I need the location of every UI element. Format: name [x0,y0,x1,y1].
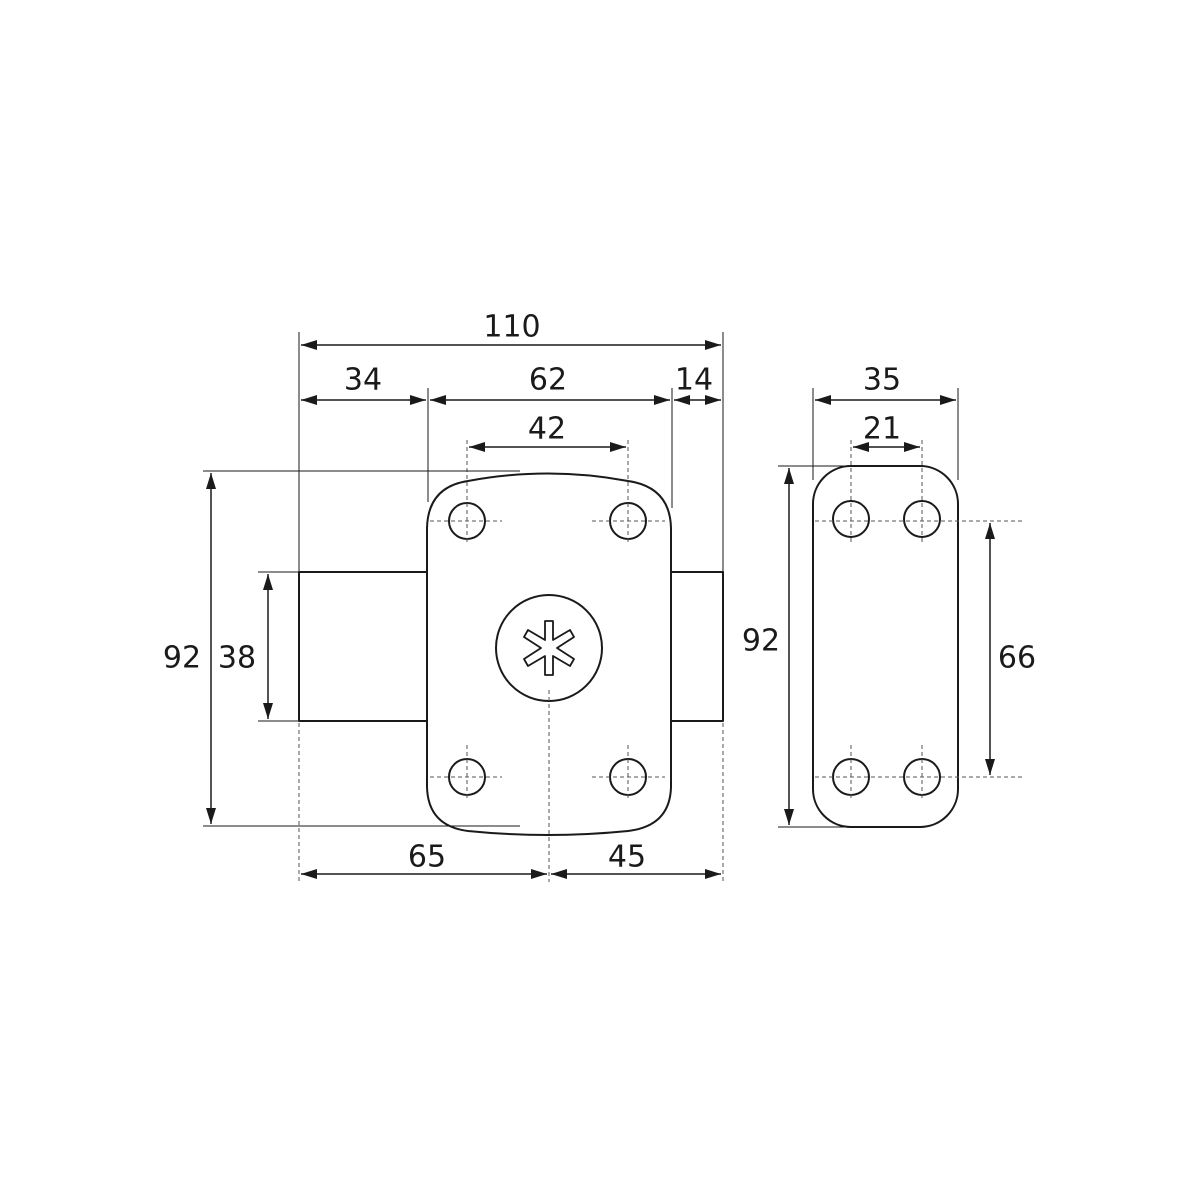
front-centerlines [298,440,724,882]
right-bolt [669,571,724,722]
strike-hole-top-right [903,500,941,538]
strike-hole-top-left [832,500,870,538]
lock-front-view: 110 34 62 14 42 92 38 65 45 [163,310,724,882]
dim-label-body-width: 62 [529,363,567,398]
dim-label-strike-width: 35 [863,363,901,398]
dim-label-bolt-height: 38 [218,641,256,676]
dim-label-strike-height: 92 [742,624,780,659]
strike-plate-view: 35 21 92 66 [742,363,1036,828]
dim-label-hole-spacing: 42 [528,412,566,447]
dim-label-strike-vertical-spacing: 66 [998,641,1036,676]
dim-label-bolt-left: 34 [344,363,382,398]
front-extension-lines [203,332,724,827]
dim-label-strike-hole-spacing: 21 [863,412,901,447]
strike-dimensions: 35 21 92 66 [742,363,1036,825]
dim-label-left-to-cylinder: 65 [408,840,446,875]
strike-extension-lines [778,388,959,828]
dim-label-overall-width: 110 [483,310,540,345]
strike-plate [812,465,959,828]
front-dimensions: 110 34 62 14 42 92 38 65 45 [163,310,721,879]
left-bolt [298,571,430,722]
dim-label-body-height: 92 [163,641,201,676]
key-asterisk-icon [523,620,575,676]
dim-label-cylinder-to-right: 45 [608,840,646,875]
dim-label-bolt-right: 14 [675,363,713,398]
strike-centerlines [815,440,1022,800]
